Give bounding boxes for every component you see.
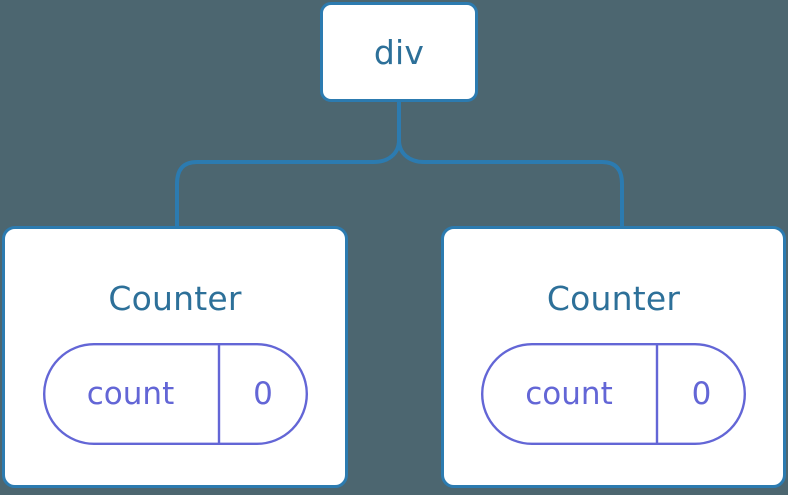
node-div-label: div bbox=[373, 32, 425, 72]
node-div[interactable]: div bbox=[320, 2, 478, 102]
state-pill-left-key: count bbox=[86, 375, 175, 412]
state-pill-right-value: 0 bbox=[691, 375, 712, 412]
state-pill-left-shape bbox=[42, 343, 308, 445]
state-pill-left[interactable]: count 0 bbox=[42, 343, 308, 445]
node-counter-right-label: Counter bbox=[546, 279, 681, 318]
edge-div-to-counters bbox=[175, 100, 624, 228]
state-pill-left-value: 0 bbox=[253, 375, 273, 412]
node-counter-right[interactable]: Counter count 0 bbox=[441, 226, 786, 488]
state-pill-right-key: count bbox=[525, 375, 613, 412]
state-pill-right-shape bbox=[481, 343, 746, 445]
node-counter-left[interactable]: Counter count 0 bbox=[2, 226, 348, 488]
node-counter-left-label: Counter bbox=[108, 279, 242, 318]
state-pill-right[interactable]: count 0 bbox=[481, 343, 746, 445]
